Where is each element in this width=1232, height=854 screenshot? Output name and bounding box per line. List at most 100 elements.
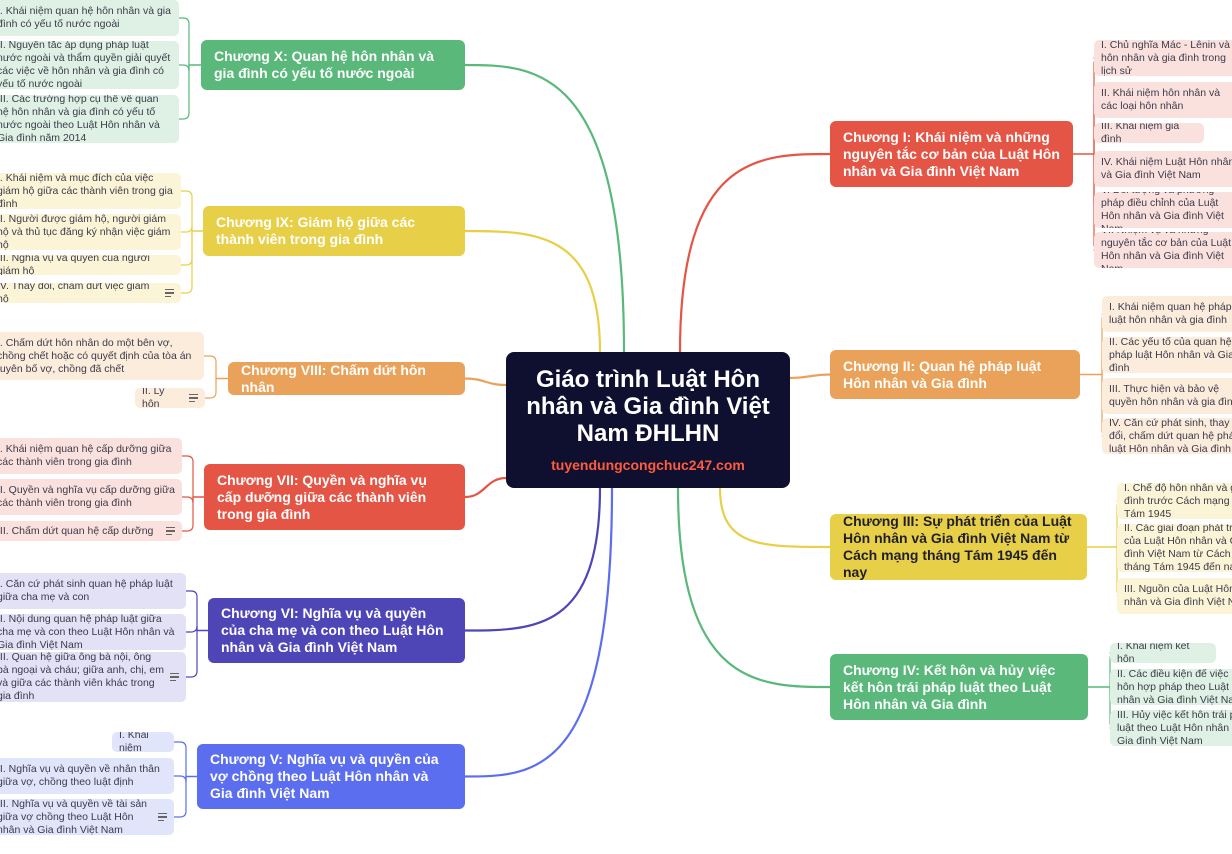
section-node-c1-5[interactable]: V. Đối tượng và phương pháp điều chỉnh c…: [1094, 192, 1232, 228]
section-node-c9-4[interactable]: IV. Thay đổi, chấm dứt việc giám hộ: [0, 283, 181, 303]
section-node-c3-2[interactable]: II. Các giai đoạn phát triển của Luật Hô…: [1117, 524, 1232, 572]
note-icon[interactable]: [166, 527, 175, 535]
section-label: V. Đối tượng và phương pháp điều chỉnh c…: [1101, 192, 1224, 228]
section-label: I. Chế độ hôn nhân và gia đình trước Các…: [1124, 483, 1232, 519]
branch-connector-c6: [463, 486, 602, 632]
section-label: I. Khái niệm quan hệ hôn nhân và gia đìn…: [0, 5, 171, 30]
leaf-connector-c7-2: [181, 496, 194, 504]
section-node-c4-3[interactable]: III. Hủy việc kết hôn trái pháp luật the…: [1110, 710, 1232, 746]
section-node-c1-4[interactable]: IV. Khái niệm Luật Hôn nhân và Gia đình …: [1094, 151, 1232, 187]
chapter-label: Chương IV: Kết hôn và hủy việc kết hôn t…: [843, 661, 1056, 712]
leaf-connector-c8-2: [204, 377, 217, 399]
leaf-connector-c7-1: [181, 455, 194, 498]
section-label: I. Khái niệm và mục đích của việc giám h…: [0, 173, 173, 209]
section-node-c6-3[interactable]: III. Quan hệ giữa ông bà nội, ông bà ngo…: [0, 652, 186, 702]
section-label: III. Nghĩa vụ và quyền về tài sản giữa v…: [0, 799, 148, 835]
section-label: III. Nguồn của Luật Hôn nhân và Gia đình…: [1124, 583, 1232, 608]
section-node-c10-3[interactable]: III. Các trường hợp cụ thể về quan hệ hô…: [0, 95, 179, 143]
section-label: II. Người được giám hộ, người giám hộ và…: [0, 214, 171, 250]
section-node-c9-3[interactable]: III. Nghĩa vụ và quyền của người giám hộ: [0, 255, 181, 275]
section-node-c1-2[interactable]: II. Khái niệm hôn nhân và các loại hôn n…: [1094, 82, 1232, 118]
chapter-node-c7[interactable]: Chương VII: Quyền và nghĩa vụ cấp dưỡng …: [204, 464, 465, 530]
branch-connector-c1: [678, 152, 832, 354]
chapter-node-c4[interactable]: Chương IV: Kết hôn và hủy việc kết hôn t…: [830, 654, 1088, 720]
central-topic-title: Giáo trình Luật Hôn nhân và Gia đình Việ…: [526, 366, 770, 447]
section-node-c2-2[interactable]: II. Các yếu tố của quan hệ pháp luật Hôn…: [1102, 337, 1232, 373]
leaf-connector-c5-2: [173, 775, 187, 783]
leaf-connector-c5-1: [173, 741, 187, 778]
section-label: II. Quyền và nghĩa vụ cấp dưỡng giữa các…: [0, 484, 175, 509]
section-node-c4-2[interactable]: II. Các điều kiện để việc kết hôn hợp ph…: [1110, 669, 1232, 705]
chapter-node-c6[interactable]: Chương VI: Nghĩa vụ và quyền của cha mẹ …: [208, 598, 465, 663]
section-node-c3-3[interactable]: III. Nguồn của Luật Hôn nhân và Gia đình…: [1117, 578, 1232, 614]
chapter-node-c5[interactable]: Chương V: Nghĩa vụ và quyền của vợ chồng…: [197, 744, 465, 809]
section-label: II. Nghĩa vụ và quyền về nhân thân giữa …: [0, 763, 160, 788]
section-node-c9-2[interactable]: II. Người được giám hộ, người giám hộ và…: [0, 214, 181, 250]
leaf-connector-c5-3: [173, 775, 187, 818]
leaf-connector-c6-2: [185, 625, 198, 633]
section-node-c5-1[interactable]: I. Khái niệm: [112, 732, 174, 752]
note-icon[interactable]: [165, 289, 174, 297]
section-label: III. Quan hệ giữa ông bà nội, ông bà ngo…: [0, 652, 164, 702]
section-node-c8-1[interactable]: I. Chấm dứt hôn nhân do một bên vợ, chồn…: [0, 332, 204, 380]
section-node-c10-1[interactable]: I. Khái niệm quan hệ hôn nhân và gia đìn…: [0, 0, 179, 36]
chapter-node-c8[interactable]: Chương VIII: Chấm dứt hôn nhân: [228, 362, 465, 395]
section-label: III. Thực hiện và bảo vệ quyền hôn nhân …: [1109, 383, 1232, 408]
chapter-label: Chương X: Quan hệ hôn nhân và gia đình c…: [214, 48, 434, 81]
leaf-connector-c9-4: [180, 230, 193, 294]
section-node-c5-2[interactable]: II. Nghĩa vụ và quyền về nhân thân giữa …: [0, 758, 174, 794]
chapter-node-c10[interactable]: Chương X: Quan hệ hôn nhân và gia đình c…: [201, 40, 465, 90]
section-label: VI. Nhiệm vụ và những nguyên tắc cơ bản …: [1101, 232, 1232, 268]
leaf-connector-c10-1: [178, 17, 190, 66]
section-node-c7-1[interactable]: I. Khái niệm quan hệ cấp dưỡng giữa các …: [0, 438, 182, 474]
section-node-c2-1[interactable]: I. Khái niệm quan hệ pháp luật hôn nhân …: [1102, 296, 1232, 332]
section-node-c2-4[interactable]: IV. Căn cứ phát sinh, thay đổi, chấm dứt…: [1102, 418, 1232, 454]
section-label: I. Khái niệm: [119, 732, 149, 752]
chapter-node-c1[interactable]: Chương I: Khái niệm và những nguyên tắc …: [830, 121, 1073, 187]
section-label: IV. Thay đổi, chấm dứt việc giám hộ: [0, 283, 150, 303]
section-label: I. Khái niệm quan hệ pháp luật hôn nhân …: [1109, 301, 1232, 326]
chapter-node-c9[interactable]: Chương IX: Giám hộ giữa các thành viên t…: [203, 206, 465, 256]
section-label: IV. Khái niệm Luật Hôn nhân và Gia đình …: [1101, 156, 1232, 181]
section-node-c1-3[interactable]: III. Khái niệm gia đình: [1094, 123, 1204, 143]
section-node-c7-2[interactable]: II. Quyền và nghĩa vụ cấp dưỡng giữa các…: [0, 479, 182, 515]
section-node-c9-1[interactable]: I. Khái niệm và mục đích của việc giám h…: [0, 173, 181, 209]
section-label: I. Chấm dứt hôn nhân do một bên vợ, chồn…: [0, 336, 192, 375]
section-node-c8-2[interactable]: II. Ly hôn: [135, 388, 205, 408]
note-icon[interactable]: [158, 813, 167, 821]
chapter-label: Chương VIII: Chấm dứt hôn nhân: [241, 361, 426, 395]
section-label: II. Nội dung quan hệ pháp luật giữa cha …: [0, 614, 175, 650]
section-node-c5-3[interactable]: III. Nghĩa vụ và quyền về tài sản giữa v…: [0, 799, 174, 835]
chapter-label: Chương III: Sự phát triển của Luật Hôn n…: [843, 513, 1072, 580]
section-node-c1-1[interactable]: I. Chủ nghĩa Mác - Lênin và hôn nhân và …: [1094, 40, 1232, 76]
chapter-label: Chương II: Quan hệ pháp luật Hôn nhân và…: [843, 357, 1042, 391]
section-node-c10-2[interactable]: II. Nguyên tắc áp dụng pháp luật nước ng…: [0, 41, 179, 89]
section-label: IV. Căn cứ phát sinh, thay đổi, chấm dứt…: [1109, 418, 1232, 454]
leaf-connector-c10-2: [178, 64, 190, 72]
branch-connector-c10: [463, 63, 626, 354]
section-label: I. Chủ nghĩa Mác - Lênin và hôn nhân và …: [1101, 40, 1230, 76]
section-node-c1-6[interactable]: VI. Nhiệm vụ và những nguyên tắc cơ bản …: [1094, 232, 1232, 268]
section-label: I. Khái niệm quan hệ cấp dưỡng giữa các …: [0, 443, 172, 468]
chapter-node-c3[interactable]: Chương III: Sự phát triển của Luật Hôn n…: [830, 513, 1087, 580]
chapter-node-c2[interactable]: Chương II: Quan hệ pháp luật Hôn nhân và…: [830, 350, 1080, 399]
leaf-connector-c10-3: [178, 64, 190, 120]
section-label: III. Nghĩa vụ và quyền của người giám hộ: [0, 255, 150, 275]
central-topic[interactable]: Giáo trình Luật Hôn nhân và Gia đình Việ…: [506, 352, 790, 488]
section-node-c4-1[interactable]: I. Khái niệm kết hôn: [1110, 643, 1216, 663]
note-icon[interactable]: [170, 673, 179, 681]
section-node-c7-3[interactable]: III. Chấm dứt quan hệ cấp dưỡng: [0, 521, 182, 541]
section-node-c2-3[interactable]: III. Thực hiện và bảo vệ quyền hôn nhân …: [1102, 378, 1232, 414]
section-node-c6-1[interactable]: I. Căn cứ phát sinh quan hệ pháp luật gi…: [0, 573, 186, 609]
note-icon[interactable]: [189, 394, 198, 402]
section-node-c6-2[interactable]: II. Nội dung quan hệ pháp luật giữa cha …: [0, 614, 186, 650]
branch-connector-c9: [463, 229, 602, 354]
section-label: II. Nguyên tắc áp dụng pháp luật nước ng…: [0, 41, 171, 89]
branch-connector-c5: [463, 486, 614, 778]
section-label: III. Các trường hợp cụ thể về quan hệ hô…: [0, 95, 160, 143]
branch-connector-c8: [463, 377, 508, 387]
section-node-c3-1[interactable]: I. Chế độ hôn nhân và gia đình trước Các…: [1117, 483, 1232, 519]
section-label: II. Các điều kiện để việc kết hôn hợp ph…: [1117, 669, 1232, 705]
section-label: I. Khái niệm kết hôn: [1117, 643, 1190, 663]
leaf-connector-c9-2: [180, 225, 193, 233]
